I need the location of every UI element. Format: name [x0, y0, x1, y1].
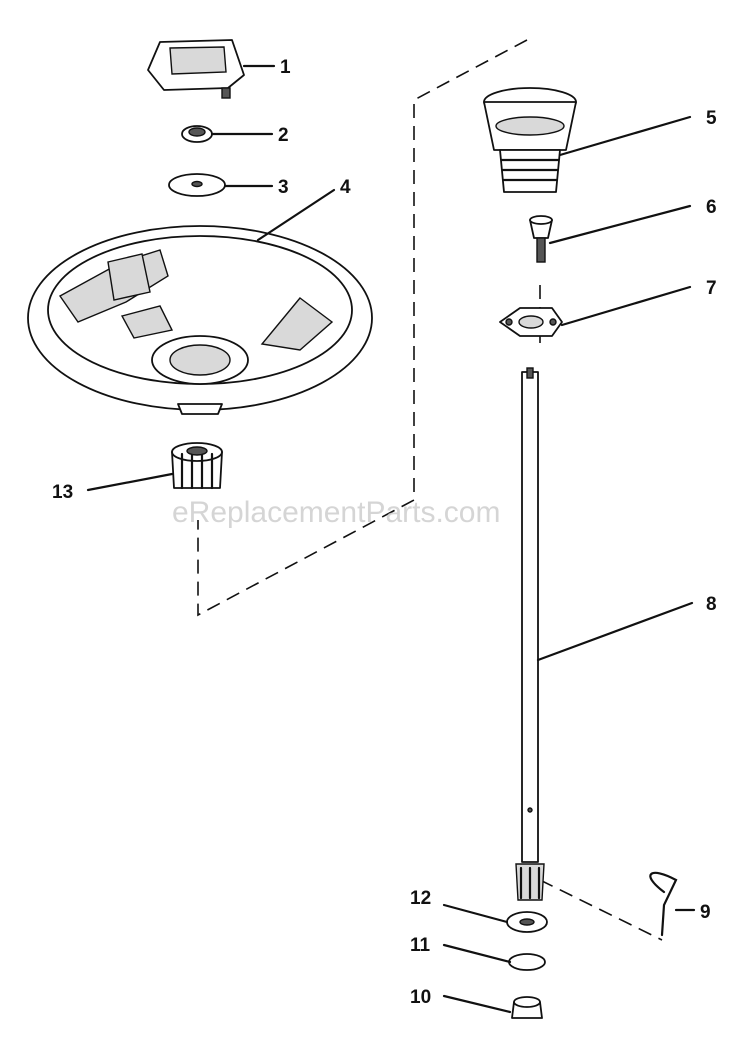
- part-steering-shaft: [515, 367, 545, 901]
- callout-8: 8: [706, 594, 717, 615]
- callout-4: 4: [340, 177, 351, 198]
- callout-3: 3: [278, 177, 289, 198]
- part-flange-bearing: [499, 307, 563, 337]
- part-column-boot: [483, 87, 577, 193]
- callout-10: 10: [410, 987, 431, 1008]
- leader-lines: [86, 64, 696, 1014]
- callout-6: 6: [706, 197, 717, 218]
- part-steering-wheel: [27, 225, 373, 415]
- callout-2: 2: [278, 125, 289, 146]
- part-washer: [168, 173, 226, 197]
- callout-7: 7: [706, 278, 717, 299]
- callout-13: 13: [52, 482, 73, 503]
- part-hex-nut: [511, 996, 543, 1019]
- part-flat-washer: [506, 911, 548, 933]
- part-snap-ring: [508, 953, 546, 971]
- part-center-cap: [147, 39, 245, 99]
- callout-9: 9: [700, 902, 711, 923]
- callout-labels: 1 2 3 4 5 6 7 8 9 10 11 12 13: [52, 57, 717, 1008]
- part-adapter: [171, 442, 223, 490]
- callout-11: 11: [410, 935, 431, 956]
- watermark-text: eReplacementParts.com: [172, 496, 500, 529]
- part-bolt: [529, 215, 553, 263]
- callout-12: 12: [410, 888, 431, 909]
- part-hairpin-clip: [649, 871, 678, 937]
- callout-1: 1: [280, 57, 291, 78]
- callout-5: 5: [706, 108, 717, 129]
- part-nut: [181, 125, 213, 143]
- alignment-lines: [197, 39, 663, 941]
